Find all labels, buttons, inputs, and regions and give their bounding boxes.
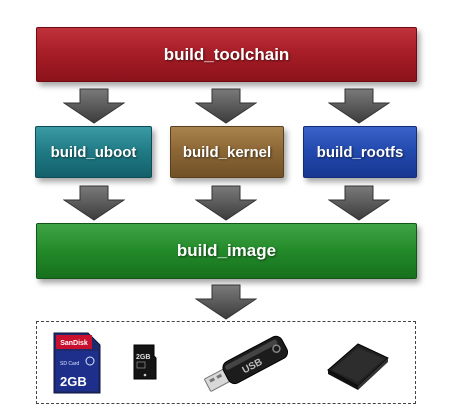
- build-image-box: build_image: [36, 223, 417, 279]
- down-arrow-icon: [63, 185, 125, 221]
- sd-card-type: SD Card: [60, 361, 79, 367]
- sd-card-icon: SanDisk SD Card 2GB: [52, 331, 102, 395]
- down-arrow-icon: [328, 185, 390, 221]
- storage-devices-panel: SanDisk SD Card 2GB 2GB USB: [36, 321, 416, 404]
- usb-drive-icon: USB: [195, 332, 295, 392]
- build-toolchain-box: build_toolchain: [36, 27, 417, 82]
- build-image-label: build_image: [176, 241, 277, 260]
- build-uboot-box: build_uboot: [35, 126, 152, 178]
- down-arrow-icon: [195, 88, 257, 124]
- micro-sd-capacity: 2GB: [136, 354, 150, 361]
- build-toolchain-label: build_toolchain: [163, 44, 290, 64]
- down-arrow-icon: [328, 88, 390, 124]
- down-arrow-icon: [195, 284, 257, 320]
- down-arrow-icon: [195, 185, 257, 221]
- build-uboot-label: build_uboot: [50, 143, 137, 161]
- flash-chip-icon: [322, 336, 392, 392]
- build-kernel-label: build_kernel: [182, 143, 272, 161]
- sd-card-capacity: 2GB: [60, 374, 87, 389]
- down-arrow-icon: [63, 88, 125, 124]
- micro-sd-card-icon: 2GB: [132, 344, 158, 380]
- build-rootfs-box: build_rootfs: [303, 126, 417, 178]
- build-rootfs-label: build_rootfs: [316, 143, 404, 161]
- build-kernel-box: build_kernel: [170, 126, 284, 178]
- sd-card-brand: SanDisk: [60, 340, 88, 347]
